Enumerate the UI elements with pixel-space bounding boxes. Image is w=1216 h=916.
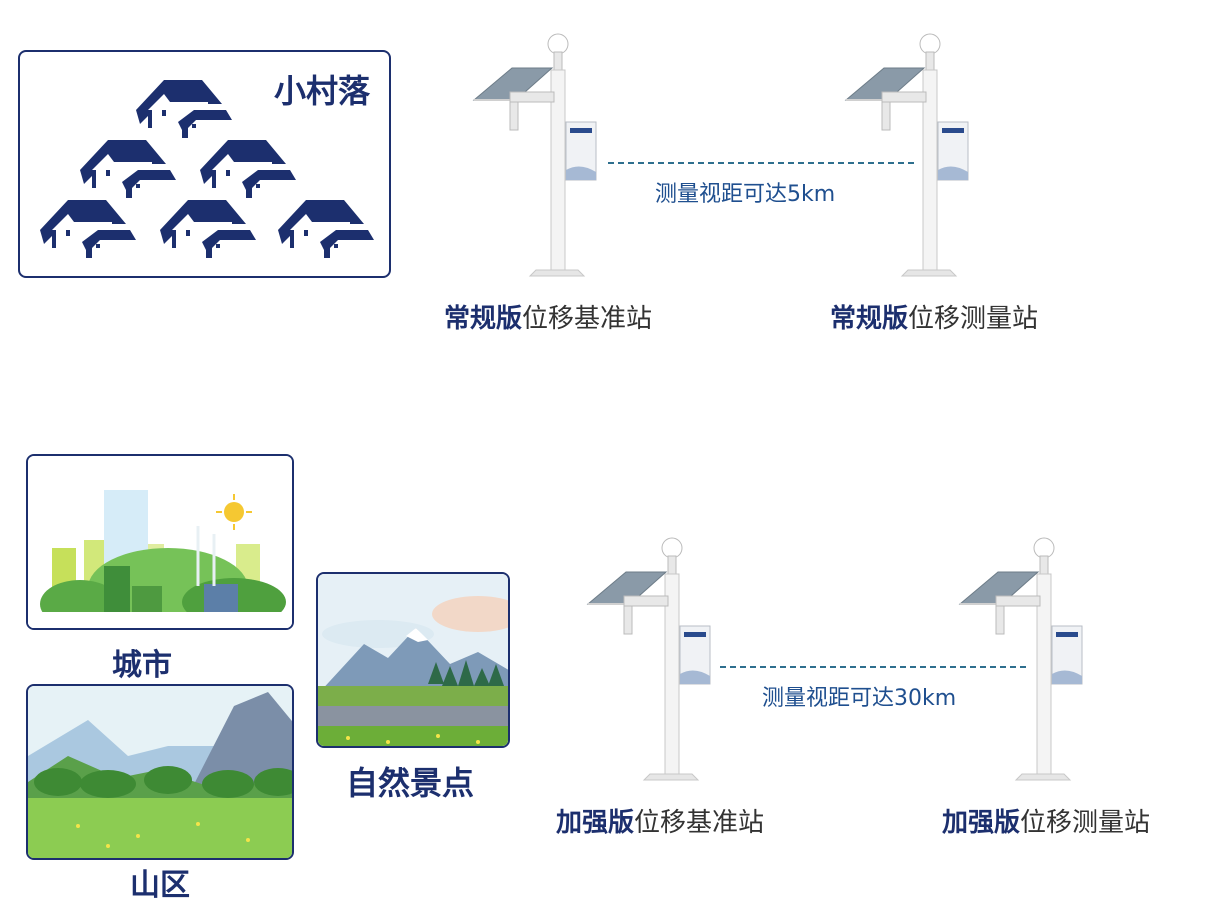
standard-measure-caption: 常规版位移测量站 — [830, 298, 1038, 335]
enhanced-measure-caption: 加强版位移测量站 — [942, 802, 1150, 839]
mountain-label: 山区 — [130, 868, 190, 903]
standard-base-caption: 常规版位移基准站 — [444, 298, 652, 335]
enhanced-base-caption: 加强版位移基准站 — [556, 802, 764, 839]
enhanced-base-version: 加强版 — [556, 808, 635, 838]
standard-measure-name: 位移测量站 — [908, 304, 1039, 334]
standard-base-version: 常规版 — [444, 304, 523, 334]
enhanced-link-line — [720, 666, 1026, 668]
village-label: 小村落 — [274, 72, 371, 110]
standard-link-line — [608, 162, 914, 164]
mountain-card — [26, 684, 294, 860]
standard-base-station-illustration — [472, 33, 597, 277]
village-houses-illustration — [40, 80, 374, 258]
standard-range-text: 测量视距可达5km — [655, 182, 836, 207]
enhanced-measure-version: 加强版 — [942, 808, 1021, 838]
scenic-card — [316, 572, 510, 748]
city-label: 城市 — [112, 648, 172, 683]
standard-measure-version: 常规版 — [830, 304, 909, 334]
enhanced-measure-name: 位移测量站 — [1020, 808, 1151, 838]
enhanced-range-text: 测量视距可达30km — [762, 686, 957, 711]
city-card — [26, 454, 294, 630]
village-card: 小村落 — [18, 50, 391, 278]
standard-base-name: 位移基准站 — [522, 304, 653, 334]
scenic-illustration — [318, 574, 508, 746]
enhanced-base-station-illustration — [586, 537, 711, 781]
enhanced-measure-station-illustration — [958, 537, 1083, 781]
enhanced-base-name: 位移基准站 — [634, 808, 765, 838]
scenic-label: 自然景点 — [346, 764, 475, 802]
mountain-illustration — [28, 686, 292, 858]
city-illustration — [28, 456, 292, 628]
standard-measure-station-illustration — [844, 33, 969, 277]
